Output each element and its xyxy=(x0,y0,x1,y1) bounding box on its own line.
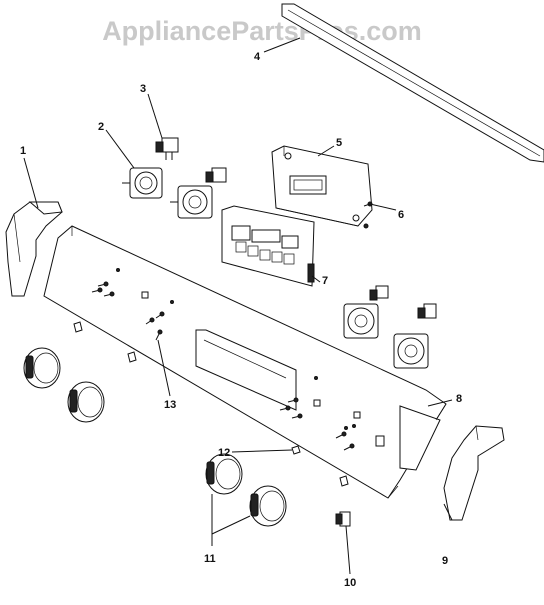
leader-lines xyxy=(23,37,453,575)
part-2-switch xyxy=(122,167,163,199)
part-10-switch xyxy=(335,511,351,527)
callout-8: 8 xyxy=(456,393,462,405)
knob-left-upper xyxy=(23,347,61,389)
panel-screws xyxy=(91,281,356,451)
part-7-overlay xyxy=(221,205,315,287)
part-1-left-end-cap xyxy=(5,201,63,297)
callout-7: 7 xyxy=(322,275,328,287)
callout-3: 3 xyxy=(140,83,146,95)
part-9-right-end-cap xyxy=(443,425,505,521)
right-relay-lower xyxy=(417,303,437,319)
right-switch-lower xyxy=(393,333,429,369)
callout-labels: 1 2 3 4 5 6 7 8 9 10 11 12 13 xyxy=(20,51,462,589)
right-switch-upper xyxy=(343,303,379,339)
part-8-control-panel xyxy=(43,225,447,499)
knob-left-lower xyxy=(67,381,105,423)
part-11-knob-lower xyxy=(249,485,287,527)
callout-5: 5 xyxy=(336,137,342,149)
callout-2: 2 xyxy=(98,121,104,133)
panel-clips xyxy=(73,321,349,487)
callout-12: 12 xyxy=(218,447,230,459)
right-relay-upper xyxy=(369,285,389,301)
callout-11: 11 xyxy=(204,553,216,565)
part-3-relay xyxy=(155,137,179,160)
watermark-text: AppliancePartsPros.com xyxy=(102,16,422,46)
callout-6: 6 xyxy=(398,209,404,221)
callout-13: 13 xyxy=(164,399,176,411)
callout-4: 4 xyxy=(254,51,261,63)
part-13-screw xyxy=(155,329,163,341)
switch-housing xyxy=(170,185,213,219)
small-relay xyxy=(205,167,227,183)
callout-1: 1 xyxy=(20,145,26,157)
part-12-clip xyxy=(291,445,301,455)
callout-9: 9 xyxy=(442,555,448,567)
callout-10: 10 xyxy=(344,577,356,589)
part-4-top-trim xyxy=(281,3,544,163)
part-11-knob-upper xyxy=(205,453,243,495)
part-5-electronic-control xyxy=(271,145,373,227)
